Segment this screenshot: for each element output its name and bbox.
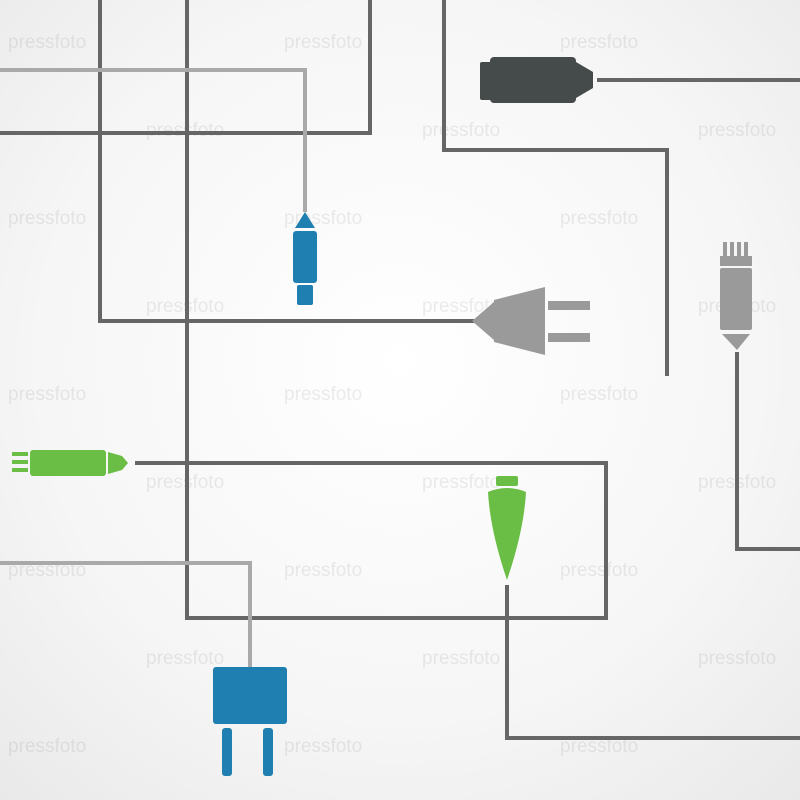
watermark: pressfoto pressfoto pressfoto pressfoto pres… (8, 32, 776, 757)
watermark-text: pressfoto (422, 120, 500, 141)
gray-power-plug-icon (472, 287, 590, 355)
cable-gray-plug (98, 0, 475, 323)
green-audio-jack-icon (12, 450, 128, 476)
watermark-text: pressfoto (560, 208, 638, 229)
watermark-text: pressfoto (422, 648, 500, 669)
cable-green-jack (135, 0, 608, 620)
watermark-text: pressfoto (422, 296, 500, 317)
watermark-text: pressfoto (698, 120, 776, 141)
watermark-text: pressfoto (284, 560, 362, 581)
cable-top-right (442, 0, 669, 376)
cable-rj45 (735, 352, 800, 551)
watermark-text: pressfoto (560, 560, 638, 581)
cable-blue-rca (0, 68, 307, 212)
cables (0, 0, 800, 740)
watermark-text: pressfoto (284, 32, 362, 53)
cable-blue-plug (0, 561, 252, 668)
watermark-text: pressfoto (422, 472, 500, 493)
watermark-text: pressfoto (560, 384, 638, 405)
dark-connector-icon (480, 57, 593, 103)
gray-rj45-connector-icon (720, 242, 752, 350)
watermark-text: pressfoto (560, 32, 638, 53)
watermark-text: pressfoto (284, 384, 362, 405)
watermark-text: pressfoto (698, 648, 776, 669)
watermark-text: pressfoto (8, 32, 86, 53)
watermark-text: pressfoto (8, 208, 86, 229)
watermark-text: pressfoto (284, 208, 362, 229)
watermark-text: pressfoto (8, 560, 86, 581)
watermark-text: pressfoto (284, 736, 362, 757)
light-cables (0, 68, 307, 668)
green-connector-icon (488, 476, 526, 580)
watermark-text: pressfoto (8, 736, 86, 757)
watermark-text: pressfoto (8, 384, 86, 405)
blue-power-plug-icon (213, 667, 287, 776)
watermark-text: pressfoto (560, 736, 638, 757)
blue-rca-connector-icon (293, 212, 317, 305)
cable-green-spike (505, 585, 800, 740)
cable-top-left (0, 0, 372, 135)
watermark-text: pressfoto (146, 648, 224, 669)
